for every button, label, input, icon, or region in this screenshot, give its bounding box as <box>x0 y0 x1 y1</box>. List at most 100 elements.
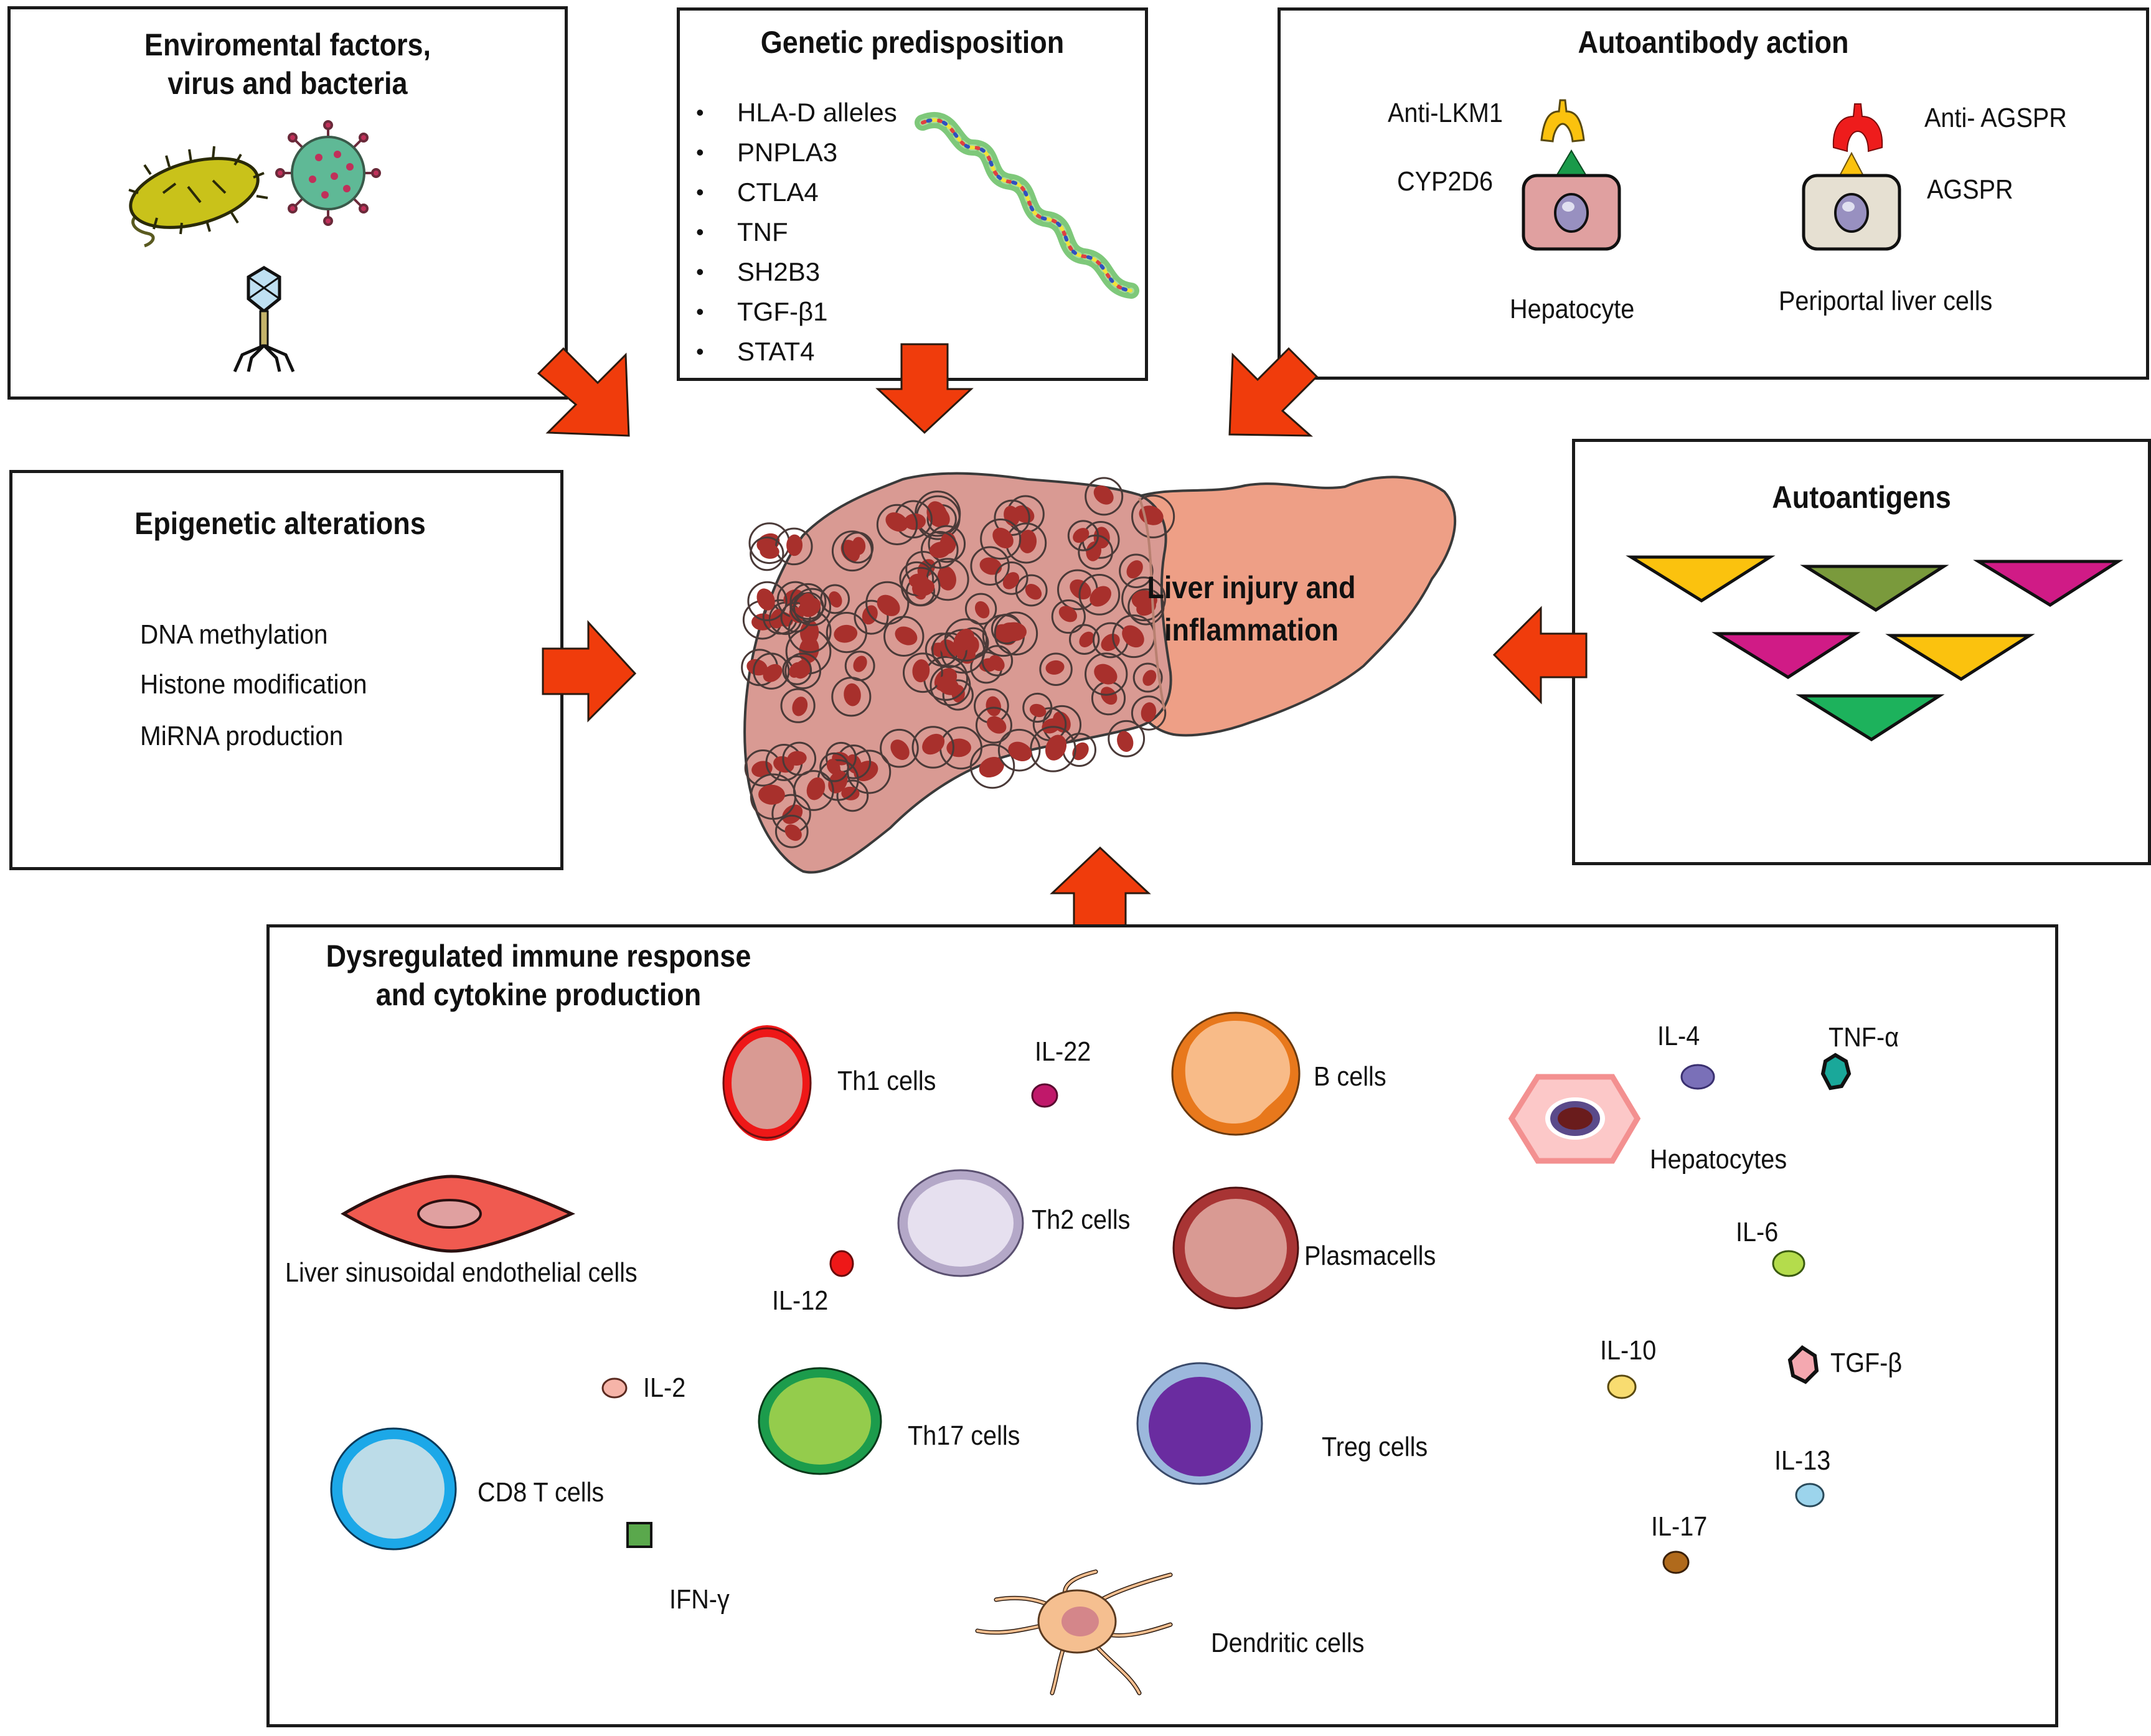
autoantigen-triangle <box>1800 565 1949 612</box>
periportal-liver-cell-icon <box>1802 151 1901 251</box>
liver-nodule <box>789 583 827 620</box>
il10-cytokine-icon <box>1607 1374 1637 1399</box>
tnfa-label: TNF-α <box>1829 1022 1899 1053</box>
il2-cytokine-icon <box>601 1377 628 1399</box>
liver-nodule-spot <box>1001 622 1027 641</box>
arrow-autoantigens-to-liver <box>1492 606 1588 705</box>
liver-nodule-spot <box>1141 702 1157 722</box>
liver-nodule-spot <box>1093 485 1114 505</box>
hepatocytes-label: Hepatocytes <box>1650 1144 1787 1175</box>
liver-nodule <box>1085 477 1124 516</box>
hepatocytes-cell-icon <box>1508 1074 1641 1164</box>
liver-nodule-spot <box>1029 703 1047 718</box>
liver-nodule <box>747 581 788 621</box>
genetic-item: •HLA-D alleles <box>696 98 897 127</box>
liver-label-line1: Liver injury and <box>1147 570 1356 605</box>
ifng-label: IFN-γ <box>669 1584 730 1615</box>
liver-nodule-spot <box>1117 731 1134 752</box>
immune-title-line1: Dysregulated immune response <box>326 939 751 974</box>
liver-nodule <box>1015 574 1048 607</box>
liver-sinusoidal-endothelial-cell-icon <box>341 1175 576 1253</box>
il17-label: IL-17 <box>1651 1511 1708 1542</box>
liver-nodule-spot <box>895 626 918 645</box>
cd8-t-cell-icon <box>330 1427 457 1551</box>
liver-nodule-spot <box>1131 590 1157 610</box>
liver-nodule <box>900 566 941 607</box>
autoantigens-title: Autoantigens <box>1772 480 1951 515</box>
liver-nodule <box>1078 574 1121 616</box>
liver-nodule <box>1132 662 1163 693</box>
liver-nodule-spot <box>852 537 866 555</box>
liver-nodule-spot <box>979 757 1004 778</box>
liver-nodule <box>865 581 910 625</box>
liver-nodule-spot <box>1008 741 1032 762</box>
liver-nodule <box>784 652 821 690</box>
hepatocyte-label: Hepatocyte <box>1510 294 1635 324</box>
liver-nodule-spot <box>826 759 840 775</box>
tgfb-label: TGF-β <box>1830 1348 1903 1378</box>
liver-nodule <box>903 652 943 693</box>
liver-nodule <box>1121 576 1166 622</box>
liver-nodule <box>836 779 869 812</box>
autoantibody-title: Autoantibody action <box>1578 25 1849 60</box>
th17-cells-label: Th17 cells <box>908 1420 1020 1451</box>
dendritic-cell-icon <box>975 1569 1173 1696</box>
environmental-title: Enviromental factors, virus and bacteria <box>39 26 537 103</box>
il22-label: IL-22 <box>1035 1036 1091 1067</box>
liver-label-line2: inflammation <box>1164 612 1339 647</box>
liver-nodule-spot <box>1086 541 1101 561</box>
il4-label: IL-4 <box>1657 1021 1700 1051</box>
liver-nodule-spot <box>903 513 926 530</box>
arrow-epigenetic-to-liver <box>542 620 637 723</box>
liver-nodule <box>928 525 966 563</box>
autoantigen-triangle <box>1711 632 1861 679</box>
liver-nodule <box>994 561 1028 595</box>
autoantibody-action-box: Autoantibody action Anti-LKM1 CYP2D6 Hep… <box>1278 7 2149 380</box>
b-cells-label: B cells <box>1314 1061 1386 1092</box>
liver-nodule-spot <box>929 542 951 558</box>
environmental-title-line2: virus and bacteria <box>167 66 408 101</box>
liver-nodule <box>782 655 812 685</box>
liver-nodule <box>1131 494 1175 538</box>
immune-response-box <box>266 924 2058 1727</box>
genetic-list: •HLA-D alleles •PNPLA3 •CTLA4 •TNF •SH2B… <box>696 93 897 372</box>
liver-nodule-spot <box>784 824 802 841</box>
liver-nodule <box>793 588 832 626</box>
liver-nodule <box>1051 599 1086 634</box>
liver-nodule-spot <box>782 804 803 824</box>
liver-nodule-spot <box>834 624 858 643</box>
liver-nodule-spot <box>937 566 956 591</box>
liver-nodule <box>944 618 988 662</box>
liver-nodule <box>880 728 919 768</box>
b-cell-icon <box>1171 1011 1301 1136</box>
th1-cell-icon <box>722 1025 812 1141</box>
plasmacells-label: Plasmacells <box>1304 1241 1436 1271</box>
liver-nodule <box>1039 652 1073 686</box>
il13-label: IL-13 <box>1774 1445 1831 1476</box>
liver-nodule-spot <box>911 579 935 596</box>
liver-nodule-spot <box>912 659 930 683</box>
genetic-item: •CTLA4 <box>696 177 819 207</box>
tgfb-cytokine-icon <box>1787 1345 1819 1384</box>
liver-nodule-spot <box>787 751 807 766</box>
liver-nodule <box>969 743 1015 789</box>
liver-nodule <box>782 741 817 776</box>
liver-nodule <box>994 499 1030 536</box>
bacterium-icon <box>128 146 268 248</box>
liver-nodule <box>942 679 974 711</box>
liver-nodule-spot <box>1126 560 1143 579</box>
liver-nodule-spot <box>922 733 945 755</box>
liver-nodule <box>1108 720 1146 758</box>
arrow-genetic-to-liver <box>875 343 974 434</box>
liver-illustration <box>741 472 1456 874</box>
liver-nodule <box>1078 534 1113 570</box>
liver-nodule-spot <box>1142 670 1157 686</box>
liver-nodule-spot <box>789 662 803 678</box>
liver-nodule <box>1131 695 1167 731</box>
il10-label: IL-10 <box>1600 1335 1657 1366</box>
liver-nodule <box>975 706 1012 744</box>
autoantigens-triangles <box>1626 555 2124 741</box>
th2-cell-icon <box>897 1169 1024 1277</box>
liver-nodule <box>964 593 997 625</box>
